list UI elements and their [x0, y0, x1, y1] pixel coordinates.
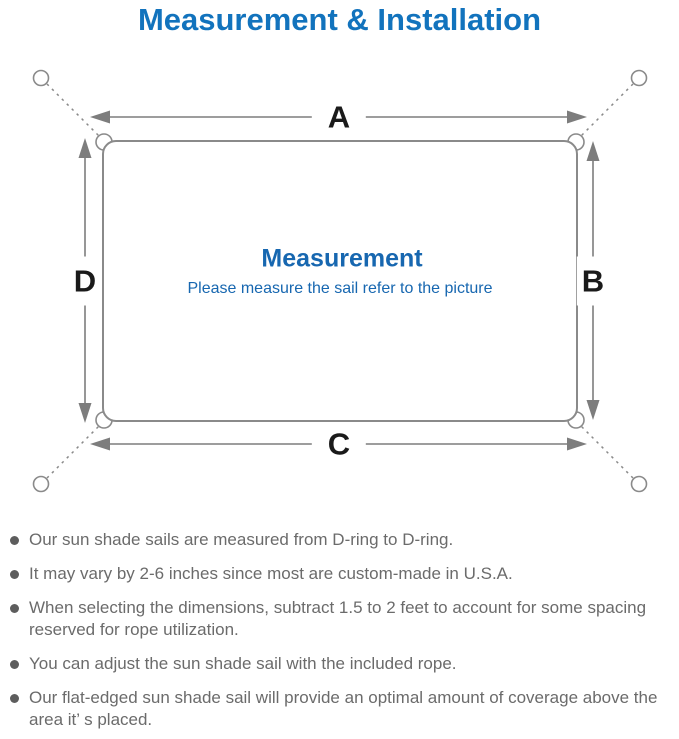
bullet-dot-icon — [10, 694, 19, 703]
bullet-dot-icon — [10, 660, 19, 669]
measurement-notes-list: Our sun shade sails are measured from D-… — [0, 529, 679, 739]
page-title: Measurement & Installation — [137, 2, 542, 37]
bullet-dot-icon — [10, 570, 19, 579]
arrowhead-b-up — [586, 141, 600, 161]
rope-dotted-line-bottom-right — [578, 423, 634, 479]
note-text: Our sun shade sails are measured from D-… — [29, 530, 454, 549]
note-text: When selecting the dimensions, subtract … — [29, 598, 647, 639]
note-text: Our flat-edged sun shade sail will provi… — [29, 688, 658, 729]
mounting-ring-icon-top-right — [630, 69, 648, 87]
mounting-ring-icon-bottom-left — [32, 475, 50, 493]
arrowhead-b-down — [586, 400, 600, 420]
rope-dotted-line-bottom-left — [46, 423, 102, 479]
rope-dotted-line-top-left — [46, 83, 102, 139]
dimension-label-b: B — [576, 256, 610, 306]
arrowhead-d-up — [78, 138, 92, 158]
mounting-ring-icon-bottom-right — [630, 475, 648, 493]
measurement-heading: Measurement — [261, 244, 423, 273]
measurement-subheading: Please measure the sail refer to the pic… — [187, 280, 493, 297]
list-item: When selecting the dimensions, subtract … — [10, 597, 667, 641]
list-item: You can adjust the sun shade sail with t… — [10, 653, 667, 675]
note-text: You can adjust the sun shade sail with t… — [29, 654, 457, 673]
list-item: Our flat-edged sun shade sail will provi… — [10, 687, 667, 731]
note-text: It may vary by 2-6 inches since most are… — [29, 564, 513, 583]
rope-dotted-line-top-right — [578, 83, 634, 139]
arrowhead-a-left — [90, 110, 110, 124]
arrowhead-c-right — [567, 437, 587, 451]
list-item: Our sun shade sails are measured from D-… — [10, 529, 667, 551]
list-item: It may vary by 2-6 inches since most are… — [10, 563, 667, 585]
dimension-label-c: C — [311, 426, 367, 462]
bullet-dot-icon — [10, 604, 19, 613]
dimension-label-d: D — [68, 256, 102, 306]
arrowhead-c-left — [90, 437, 110, 451]
arrowhead-a-right — [567, 110, 587, 124]
arrowhead-d-down — [78, 403, 92, 423]
mounting-ring-icon-top-left — [32, 69, 50, 87]
bullet-dot-icon — [10, 536, 19, 545]
dimension-label-a: A — [311, 99, 367, 135]
